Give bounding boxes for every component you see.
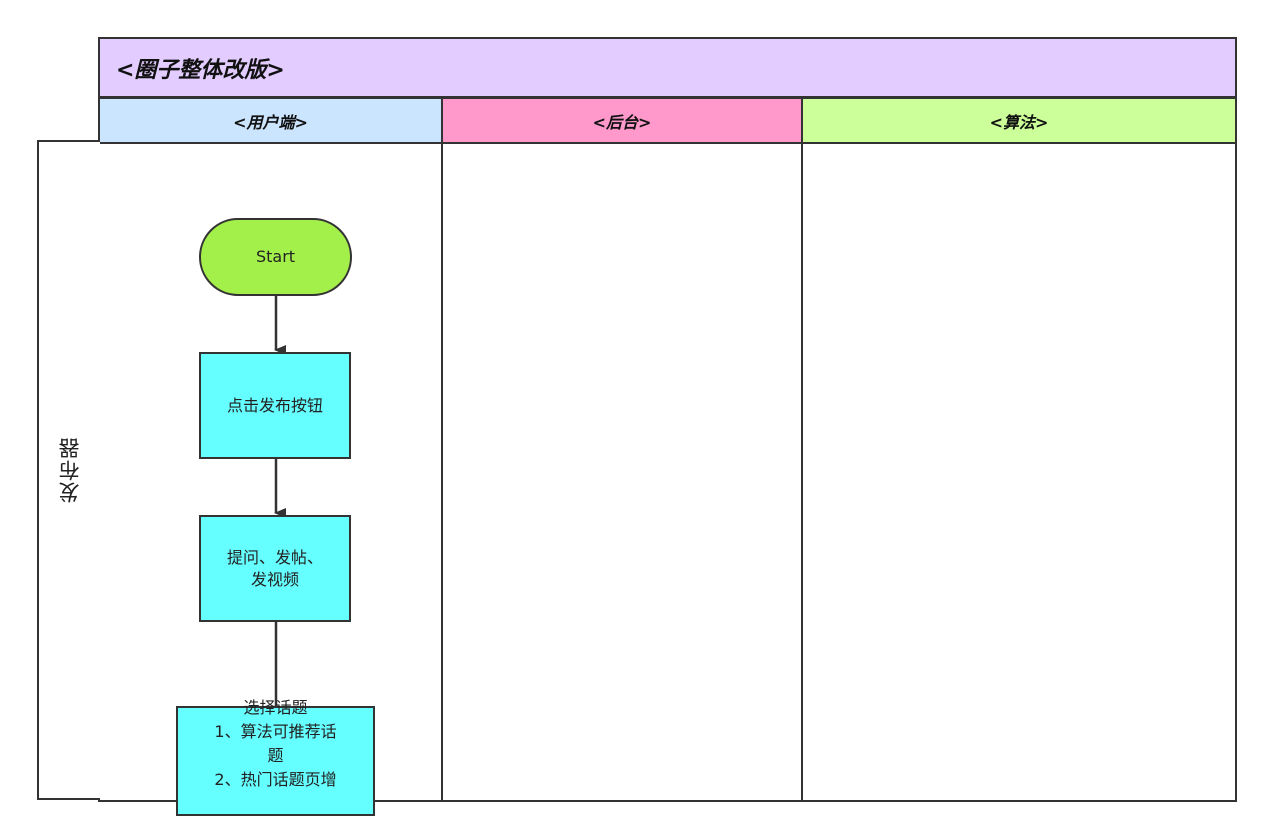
row-label: 发布器 (37, 140, 100, 800)
start-node[interactable]: Start (199, 218, 352, 296)
process-select-topic-text: 选择话题 1、算法可推荐话 题 2、热门话题页增 (178, 696, 373, 792)
start-node-label: Start (255, 247, 296, 266)
topic-line-1: 选择话题 (243, 698, 308, 717)
process-post-type[interactable]: 提问、发帖、 发视频 (199, 515, 351, 622)
process-post-type-line1: 提问、发帖、 (226, 547, 323, 567)
topic-line-3: 题 (267, 746, 284, 765)
process-click-publish-label: 点击发布按钮 (226, 395, 323, 415)
topic-line-2: 1、算法可推荐话 (214, 722, 337, 741)
connectors (274, 296, 286, 721)
process-post-type-line2: 发视频 (250, 569, 299, 589)
process-click-publish[interactable]: 点击发布按钮 (199, 352, 351, 459)
lane-header-backend: <后台> (441, 97, 803, 144)
topic-line-4: 2、热门话题页增 (214, 770, 337, 789)
diagram-title: <圈子整体改版> (98, 37, 1237, 98)
process-select-topic[interactable]: 选择话题 1、算法可推荐话 题 2、热门话题页增 (176, 698, 375, 816)
